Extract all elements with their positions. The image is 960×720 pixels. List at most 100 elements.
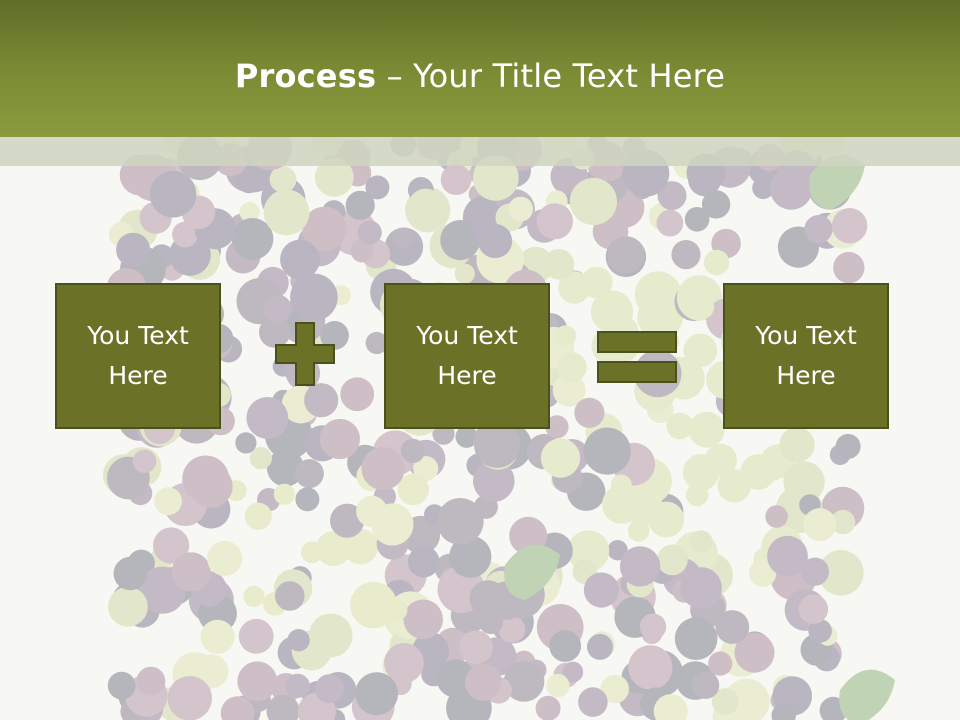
grape-leaf: [504, 544, 560, 600]
grape: [723, 678, 770, 720]
grape: [689, 530, 713, 553]
grape: [552, 462, 583, 494]
grape: [373, 485, 396, 508]
grape: [257, 266, 289, 299]
grape: [288, 566, 312, 590]
grape: [149, 244, 174, 269]
grape: [535, 695, 561, 720]
grape: [113, 556, 147, 591]
grape-leaf: [809, 154, 865, 210]
grape: [684, 207, 710, 232]
grape: [517, 553, 563, 599]
grape: [554, 351, 577, 375]
grape: [649, 557, 676, 584]
grape: [632, 656, 663, 687]
grape: [588, 631, 616, 658]
grape: [589, 164, 628, 204]
grape: [181, 195, 216, 230]
grape: [620, 573, 643, 596]
grape: [273, 569, 313, 608]
process-box-1[interactable]: You Text Here: [55, 283, 221, 429]
grape: [610, 474, 632, 496]
grape: [167, 676, 212, 720]
grape: [767, 535, 808, 577]
grape: [191, 571, 227, 607]
grape: [392, 227, 413, 249]
grape: [263, 592, 287, 616]
grape: [236, 168, 262, 194]
grape: [470, 204, 512, 246]
grape: [701, 190, 731, 219]
grape: [690, 591, 726, 628]
grape: [454, 263, 475, 284]
grape: [653, 694, 688, 720]
grape: [342, 528, 379, 565]
grape: [273, 483, 295, 505]
grape: [229, 213, 254, 239]
grape: [249, 446, 272, 470]
grape: [361, 239, 391, 269]
grape: [340, 377, 375, 412]
grape: [320, 321, 349, 350]
grape: [356, 461, 387, 492]
grape: [809, 212, 846, 249]
grape: [238, 618, 274, 654]
grape: [188, 577, 234, 623]
grape: [517, 563, 561, 607]
grape: [740, 454, 776, 490]
grape: [497, 571, 545, 619]
grape: [330, 285, 352, 306]
grape: [389, 626, 430, 668]
grape: [490, 600, 534, 644]
grape: [689, 666, 717, 693]
grape: [271, 673, 301, 703]
grape: [512, 650, 536, 674]
grape: [330, 503, 365, 538]
grape: [464, 646, 504, 686]
grape: [586, 427, 612, 453]
grape: [554, 325, 577, 347]
process-box-3-text: You Text Here: [755, 321, 857, 390]
grape: [775, 486, 823, 534]
grape: [120, 696, 150, 720]
grape: [163, 482, 207, 527]
grape: [662, 558, 702, 598]
grape: [682, 536, 711, 565]
grape: [800, 557, 830, 586]
grape: [656, 544, 688, 576]
grape: [631, 177, 654, 200]
grape: [261, 176, 306, 221]
grape: [302, 206, 347, 251]
grape: [508, 196, 533, 222]
process-box-2[interactable]: You Text Here: [384, 283, 550, 429]
grape: [485, 677, 512, 704]
grape: [580, 266, 613, 299]
grape: [800, 633, 833, 666]
grape: [315, 531, 351, 567]
grape: [809, 634, 834, 660]
grape: [237, 661, 278, 702]
grape: [382, 645, 422, 686]
grape: [470, 561, 507, 599]
grape: [590, 290, 634, 333]
grape: [753, 548, 775, 570]
grape: [473, 460, 515, 502]
grape: [130, 154, 177, 202]
grape: [602, 485, 641, 524]
grape: [243, 585, 265, 608]
grape: [817, 625, 838, 646]
grape: [634, 271, 682, 319]
process-box-1-text: You Text Here: [87, 321, 189, 390]
grape: [641, 623, 663, 644]
slide-title-bold: Process: [234, 56, 377, 95]
grape: [277, 636, 311, 670]
grape: [344, 159, 372, 187]
process-box-3[interactable]: You Text Here: [723, 283, 889, 429]
grape: [128, 691, 164, 720]
grape: [401, 515, 441, 555]
grape: [121, 447, 162, 487]
grape: [559, 174, 592, 206]
grape: [314, 157, 354, 197]
grape: [473, 494, 498, 519]
grape: [711, 228, 741, 259]
